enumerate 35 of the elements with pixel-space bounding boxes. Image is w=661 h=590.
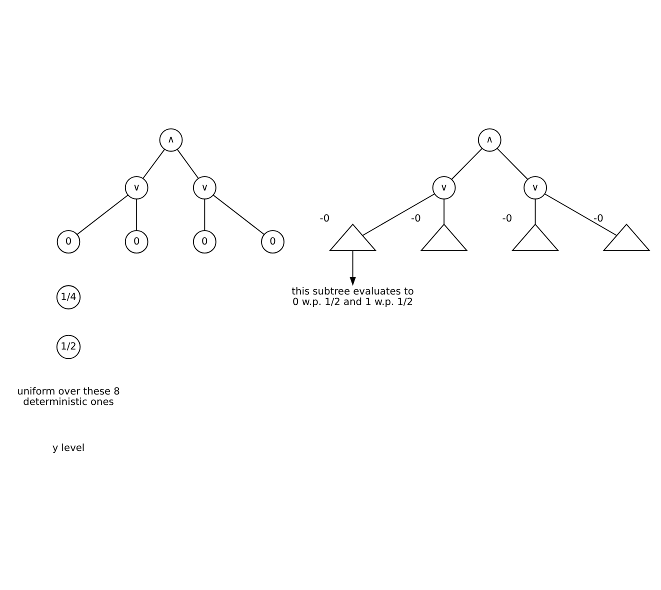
node-circle: 0 bbox=[56, 230, 80, 254]
node-circle: ∧ bbox=[159, 128, 183, 152]
node-label: -0 bbox=[320, 214, 330, 225]
connector bbox=[496, 148, 528, 180]
node-circle: ∨ bbox=[193, 176, 216, 200]
node-circle: ∨ bbox=[524, 176, 547, 200]
node-triangle bbox=[420, 224, 468, 252]
node-circle: ∧ bbox=[478, 128, 502, 152]
node-circle: 0 bbox=[193, 230, 216, 254]
connector bbox=[142, 149, 165, 179]
label: y level bbox=[52, 443, 85, 454]
node-triangle bbox=[328, 224, 377, 252]
node-label: -0 bbox=[411, 214, 421, 225]
connector bbox=[544, 193, 618, 236]
node-triangle bbox=[602, 224, 650, 252]
node-label: -0 bbox=[594, 214, 604, 225]
connector bbox=[136, 198, 138, 231]
node-label: -0 bbox=[502, 214, 512, 225]
node-circle: ∨ bbox=[432, 176, 456, 200]
node-text: this subtree evaluates to 0 w.p. 1/2 and 1 w.p. 1/2 bbox=[292, 286, 414, 308]
node-triangle bbox=[511, 224, 560, 252]
node-circle: 1/2 bbox=[56, 334, 81, 360]
node-circle: ∨ bbox=[124, 176, 148, 200]
label: uniform over these 8 deterministic ones bbox=[17, 386, 120, 408]
connector bbox=[176, 149, 199, 179]
connector bbox=[451, 148, 483, 180]
node-circle: 1/4 bbox=[56, 285, 81, 310]
connector bbox=[534, 198, 536, 225]
node-circle: 0 bbox=[124, 230, 148, 254]
connector bbox=[204, 198, 206, 231]
connector bbox=[76, 194, 128, 235]
arrow bbox=[350, 250, 356, 286]
node-circle: 0 bbox=[261, 230, 284, 254]
connector bbox=[212, 194, 265, 235]
connector bbox=[362, 193, 436, 236]
